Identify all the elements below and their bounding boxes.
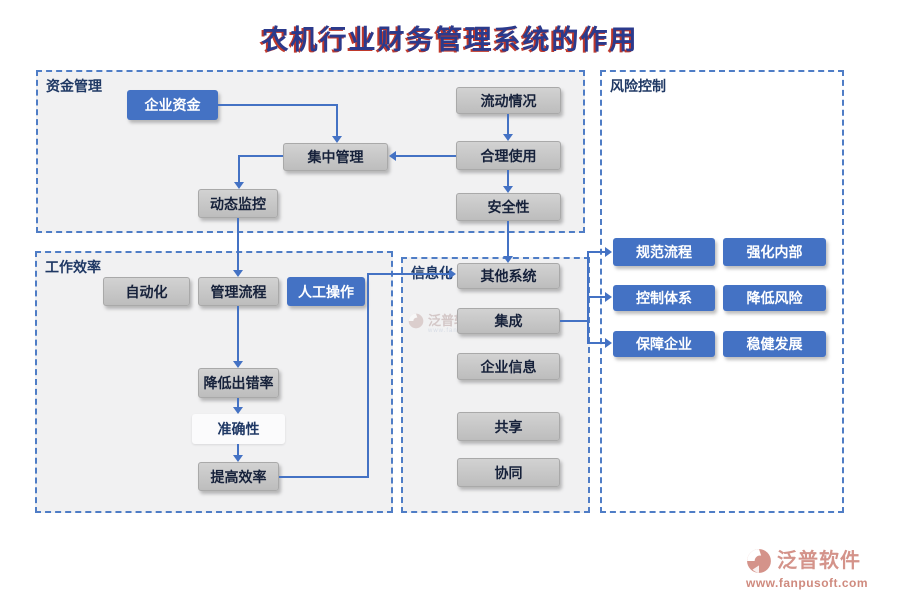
node-centralized-management-label: 集中管理 xyxy=(307,149,364,165)
node-integration: 集成 xyxy=(457,308,560,334)
section-fund-management-label: 资金管理 xyxy=(46,78,102,94)
arrowhead-into-reduce-error-rate xyxy=(233,361,243,368)
node-security: 安全性 xyxy=(456,193,561,221)
connector-rationaluse-to-central xyxy=(395,155,456,157)
arrowhead-into-security xyxy=(503,186,513,193)
arrowhead-into-standardize-process xyxy=(605,247,612,257)
node-centralized-management: 集中管理 xyxy=(283,143,388,171)
connector-liquidity-to-rationaluse xyxy=(507,114,509,135)
connector-risk-branch1 xyxy=(587,251,606,253)
connector-integration-out xyxy=(560,320,589,322)
connector-efficiency-around-h1 xyxy=(279,476,369,478)
arrowhead-into-dynamic-monitoring xyxy=(234,182,244,189)
node-collaboration: 协同 xyxy=(457,458,560,487)
node-liquidity-status: 流动情况 xyxy=(456,87,561,114)
node-dynamic-monitoring: 动态监控 xyxy=(198,189,278,218)
section-risk-control: 风险控制 xyxy=(600,70,844,513)
node-sharing-label: 共享 xyxy=(494,418,523,435)
node-liquidity-status-label: 流动情况 xyxy=(480,92,537,109)
node-other-systems-label: 其他系统 xyxy=(480,268,537,284)
node-management-process: 管理流程 xyxy=(198,277,279,306)
arrowhead-into-centralized-mgmt-right xyxy=(389,151,396,161)
arrowhead-into-control-system xyxy=(605,292,612,302)
arrowhead-into-protect-enterprise xyxy=(605,338,612,348)
arrowhead-into-mgmt-process xyxy=(233,270,243,277)
node-steady-development-label: 稳健发展 xyxy=(746,336,803,352)
node-control-system: 控制体系 xyxy=(613,285,715,311)
arrowhead-into-other-systems xyxy=(503,256,513,263)
node-enterprise-funds-label: 企业资金 xyxy=(144,97,201,113)
node-reduce-risk: 降低风险 xyxy=(723,285,826,311)
arrowhead-into-accuracy xyxy=(233,407,243,414)
connector-risk-branch2 xyxy=(587,296,606,298)
node-management-process-label: 管理流程 xyxy=(210,283,267,300)
node-standardize-process-label: 规范流程 xyxy=(636,244,692,260)
node-manual-operation: 人工操作 xyxy=(287,277,365,306)
watermark-url: www.fanpusoft.com xyxy=(746,576,869,590)
node-protect-enterprise-label: 保障企业 xyxy=(636,336,692,352)
node-reduce-error-rate: 降低出错率 xyxy=(198,368,279,398)
connector-central-to-monitoring-h xyxy=(238,155,283,157)
connector-central-to-monitoring-v xyxy=(238,155,240,183)
arrowhead-into-centralized-mgmt xyxy=(332,136,342,143)
node-manual-operation-label: 人工操作 xyxy=(298,283,354,300)
page-title: 农机行业财务管理系统的作用 xyxy=(261,25,639,55)
node-enterprise-information: 企业信息 xyxy=(457,353,560,380)
node-reduce-risk-label: 降低风险 xyxy=(746,290,803,306)
node-strengthen-internal: 强化内部 xyxy=(723,238,826,266)
watermark-bottom-right: 泛普软件 www.fanpusoft.com xyxy=(746,548,868,589)
node-automation: 自动化 xyxy=(103,277,190,306)
connector-accuracy-to-efficiency xyxy=(237,444,239,456)
node-dynamic-monitoring-label: 动态监控 xyxy=(210,195,266,212)
connector-security-to-othersystems xyxy=(507,221,509,257)
node-sharing: 共享 xyxy=(457,412,560,441)
connector-efficiency-around-h2 xyxy=(367,273,450,275)
fanpu-logo-icon xyxy=(747,549,771,573)
node-strengthen-internal-label: 强化内部 xyxy=(746,244,803,260)
connector-efficiency-around-v xyxy=(367,273,369,478)
connector-funds-to-central-h xyxy=(218,104,338,106)
node-collaboration-label: 协同 xyxy=(494,464,523,481)
node-accuracy: 准确性 xyxy=(192,414,285,444)
node-control-system-label: 控制体系 xyxy=(636,290,692,306)
connector-monitoring-to-process xyxy=(237,218,239,271)
watermark-brand: 泛普软件 xyxy=(777,550,861,572)
arrowhead-into-improve-efficiency xyxy=(233,455,243,462)
connector-process-to-errorrate xyxy=(237,306,239,362)
node-automation-label: 自动化 xyxy=(125,283,168,300)
node-improve-efficiency-label: 提高效率 xyxy=(210,468,267,485)
arrowhead-into-rational-use xyxy=(503,134,513,141)
node-other-systems: 其他系统 xyxy=(457,263,560,289)
arrowhead-into-other-systems-left xyxy=(449,269,456,279)
connector-funds-to-central-v xyxy=(336,104,338,137)
node-security-label: 安全性 xyxy=(487,199,530,215)
node-protect-enterprise: 保障企业 xyxy=(613,331,715,357)
node-reduce-error-rate-label: 降低出错率 xyxy=(203,375,274,391)
node-standardize-process: 规范流程 xyxy=(613,238,715,266)
node-integration-label: 集成 xyxy=(494,313,523,329)
node-steady-development: 稳健发展 xyxy=(723,331,826,357)
node-accuracy-label: 准确性 xyxy=(217,421,260,437)
node-rational-use: 合理使用 xyxy=(456,141,561,170)
connector-risk-branch3 xyxy=(587,342,606,344)
connector-errorrate-to-accuracy xyxy=(237,398,239,408)
node-rational-use-label: 合理使用 xyxy=(480,147,537,164)
connector-rationaluse-to-security xyxy=(507,170,509,187)
node-enterprise-funds: 企业资金 xyxy=(127,90,218,120)
section-work-efficiency-label: 工作效率 xyxy=(45,259,101,275)
section-risk-control-label: 风险控制 xyxy=(610,78,666,94)
node-improve-efficiency: 提高效率 xyxy=(198,462,279,491)
node-enterprise-information-label: 企业信息 xyxy=(480,358,537,375)
